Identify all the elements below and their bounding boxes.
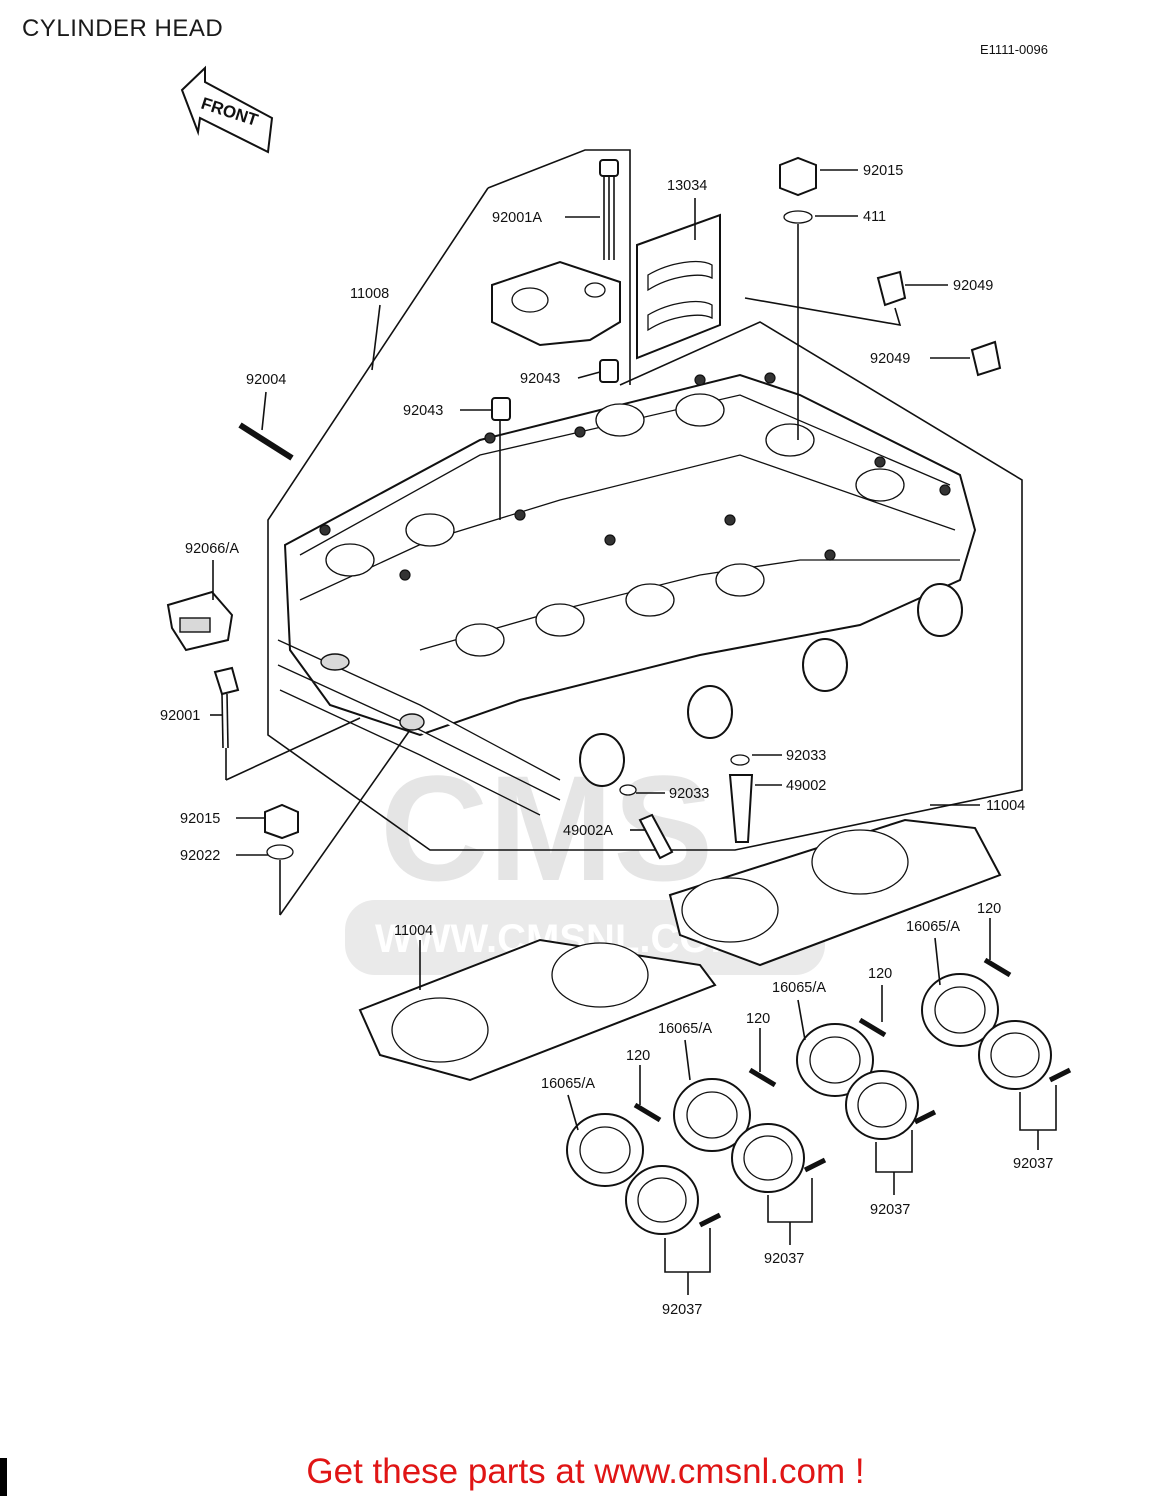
label-92037-1: 92037 [662,1302,702,1318]
label-92015-bot: 92015 [180,811,220,827]
label-92033-b: 92033 [669,786,709,802]
cylinder-head-gaskets [358,818,1002,1082]
diagram-code: E1111-0096 [980,42,1048,57]
footer-edge-mark [0,1458,7,1496]
svg-text:CMS: CMS [380,744,713,912]
label-92043-b: 92043 [403,403,443,419]
label-120-1: 120 [626,1048,650,1064]
label-92049-a: 92049 [953,278,993,294]
cylinder-head-exploded-diagram: CMS WWW.CMSNL.COM FRONT [160,65,1072,1318]
label-16065a-1: 16065/A [541,1076,595,1092]
bearing-shell-part [636,213,721,360]
label-11008: 11008 [350,286,389,302]
head-group-outline [267,149,1023,851]
label-92066a: 92066/A [185,541,239,557]
footer-cta-link[interactable]: Get these parts at www.cmsnl.com ! [306,1452,865,1491]
label-11004-right: 11004 [986,798,1025,814]
label-92043-a: 92043 [520,371,560,387]
label-120-2: 120 [746,1011,770,1027]
camshaft-cap-part [491,260,621,347]
label-92037-2: 92037 [764,1251,804,1267]
label-11004-left: 11004 [394,923,433,939]
front-arrow-icon: FRONT [180,65,274,154]
label-92004: 92004 [246,372,286,388]
label-92037-3: 92037 [870,1202,910,1218]
label-120-3: 120 [868,966,892,982]
label-49002a: 49002A [563,823,613,839]
label-16065a-2: 16065/A [658,1021,712,1037]
label-16065a-3: 16065/A [772,980,826,996]
cylinder-head-part [277,372,977,816]
label-120-4: 120 [977,901,1001,917]
label-13034: 13034 [667,178,707,194]
label-16065a-4: 16065/A [906,919,960,935]
label-92001a: 92001A [492,210,542,226]
part-labels: 92015 411 13034 92001A 92049 92049 11008… [160,163,1053,1318]
label-92001: 92001 [160,708,200,724]
label-92015-top: 92015 [863,163,903,179]
small-parts [166,156,1002,916]
label-92022: 92022 [180,848,220,864]
callout-leaders [210,169,991,1131]
label-92037-4: 92037 [1013,1156,1053,1172]
carb-holders [566,957,1072,1295]
label-49002: 49002 [786,778,826,794]
label-92033-a: 92033 [786,748,826,764]
label-411: 411 [863,209,886,225]
page-title: CYLINDER HEAD [22,15,224,42]
label-92049-b: 92049 [870,351,910,367]
